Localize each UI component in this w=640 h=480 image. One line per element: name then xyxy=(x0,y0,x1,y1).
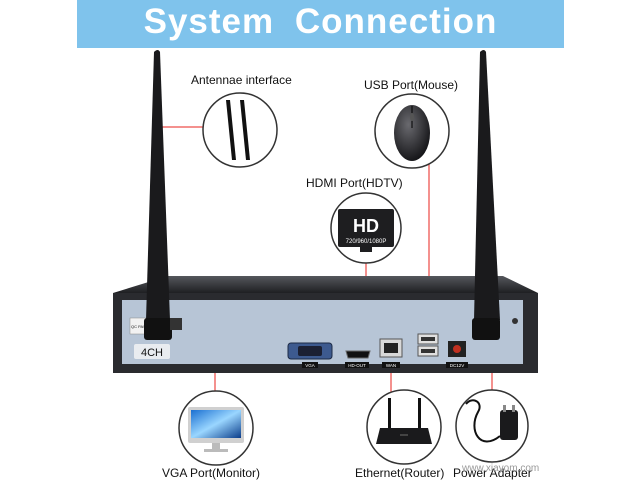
hdmi-port: HD-OUT xyxy=(345,350,371,368)
usb-ports xyxy=(417,333,439,357)
power-callout: Power Adapter xyxy=(453,389,532,480)
antenna-label: Antennae interface xyxy=(191,73,292,87)
router-icon xyxy=(376,398,432,444)
vga-port-label: VGA xyxy=(305,363,315,368)
banner-title: System Connection xyxy=(143,2,498,41)
wan-port: WAN xyxy=(379,338,403,368)
ethernet-callout: Ethernet(Router) xyxy=(355,389,444,480)
usb-callout: USB Port(Mouse) xyxy=(364,78,458,169)
vga-label: VGA Port(Monitor) xyxy=(162,466,260,480)
channel-label: 4CH xyxy=(141,347,163,359)
vga-callout: VGA Port(Monitor) xyxy=(162,390,260,480)
hd-badge-main: HD xyxy=(353,216,379,236)
mouse-icon xyxy=(394,105,430,161)
hd-badge-sub: 720/960/1080P xyxy=(346,239,387,245)
wan-port-label: WAN xyxy=(386,363,396,368)
antenna-icon xyxy=(226,100,250,160)
antenna-left xyxy=(144,50,182,340)
hdmi-port-label: HD-OUT xyxy=(348,363,366,368)
hdmi-callout: HD 720/960/1080P HDMI Port(HDTV) xyxy=(306,176,403,264)
vga-port: VGA xyxy=(287,342,333,368)
title-banner: System Connection xyxy=(77,0,564,48)
antenna-right xyxy=(472,50,500,340)
chassis-top xyxy=(113,276,538,293)
dc-port: DC12V xyxy=(446,341,468,368)
monitor-icon xyxy=(188,407,244,452)
power-label: Power Adapter xyxy=(453,466,532,480)
hd-tv-icon: HD 720/960/1080P xyxy=(338,209,394,252)
channel-badge xyxy=(134,344,170,359)
watermark: www.xiayom.com xyxy=(461,463,539,474)
ethernet-label: Ethernet(Router) xyxy=(355,466,444,480)
nvr-device: QC PASS 01 4CH VGA HD-OUT WAN xyxy=(113,276,538,373)
ground-screw xyxy=(512,318,518,324)
usb-label: USB Port(Mouse) xyxy=(364,78,458,92)
qc-sticker-text: QC PASS 01 xyxy=(131,324,155,329)
antenna-callout: Antennae interface xyxy=(191,73,292,168)
power-adapter-icon xyxy=(465,399,518,443)
dc-port-label: DC12V xyxy=(450,363,465,368)
hdmi-label: HDMI Port(HDTV) xyxy=(306,176,403,190)
